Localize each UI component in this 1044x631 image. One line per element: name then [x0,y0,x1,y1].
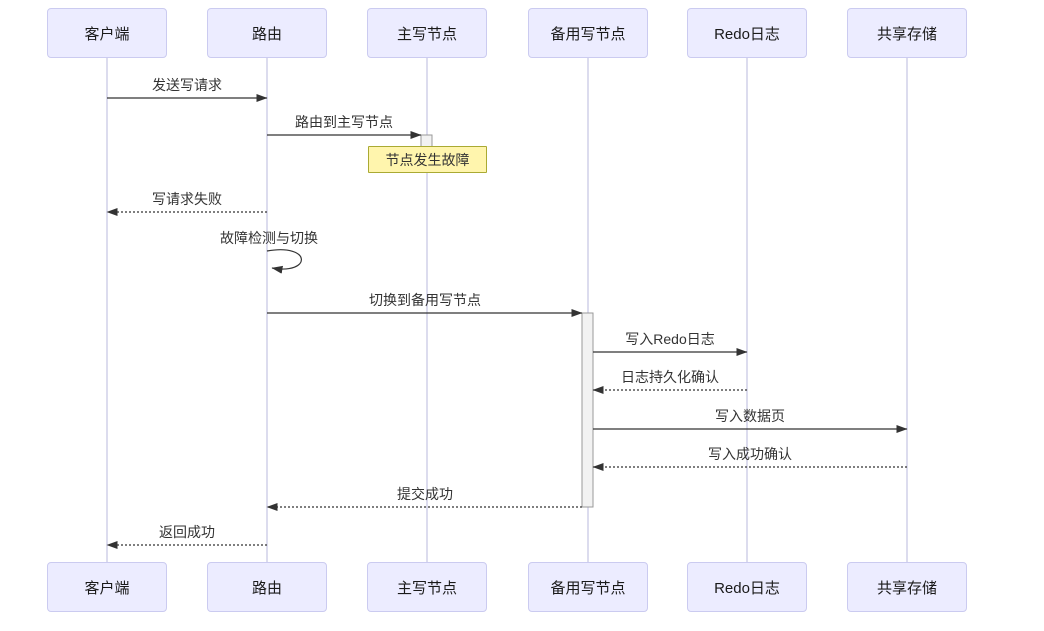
participant-label: 客户端 [84,25,130,43]
message-label-10: 返回成功 [159,524,215,540]
message-label-2: 路由到主写节点 [295,114,393,130]
message-label-7: 写入数据页 [715,408,785,424]
participant-bottom-redo: Redo日志 [687,562,807,612]
participant-top-client: 客户端 [47,8,167,58]
participant-top-primary: 主写节点 [367,8,487,58]
participant-label: 共享存储 [876,579,937,597]
participant-bottom-primary: 主写节点 [367,562,487,612]
participant-label: Redo日志 [714,579,780,597]
message-label-9: 提交成功 [397,486,453,502]
participant-top-storage: 共享存储 [847,8,967,58]
message-label-6: 日志持久化确认 [621,369,719,385]
participant-label: 客户端 [84,579,130,597]
participant-top-redo: Redo日志 [687,8,807,58]
participant-label: 主写节点 [396,579,457,597]
message-label-1: 发送写请求 [152,77,222,93]
participant-label: 备用写节点 [550,579,626,597]
participant-bottom-client: 客户端 [47,562,167,612]
failure-note: 节点发生故障 [368,146,487,173]
message-label-8: 写入成功确认 [708,446,792,462]
participant-label: Redo日志 [714,25,780,43]
participant-top-standby: 备用写节点 [528,8,648,58]
participant-top-router: 路由 [207,8,327,58]
participant-label: 共享存储 [876,25,937,43]
participant-bottom-standby: 备用写节点 [528,562,648,612]
participant-label: 主写节点 [396,25,457,43]
message-label-3: 写请求失败 [152,191,222,207]
self-loop-arrow [266,249,302,274]
participant-bottom-storage: 共享存储 [847,562,967,612]
message-label-5: 写入Redo日志 [625,331,715,347]
activation-bar-standby [581,312,594,508]
self-loop-label: 故障检测与切换 [220,230,318,246]
participant-label: 路由 [251,25,282,43]
message-label-4: 切换到备用写节点 [369,292,481,308]
participant-bottom-router: 路由 [207,562,327,612]
participant-label: 备用写节点 [550,25,626,43]
participant-label: 路由 [251,579,282,597]
